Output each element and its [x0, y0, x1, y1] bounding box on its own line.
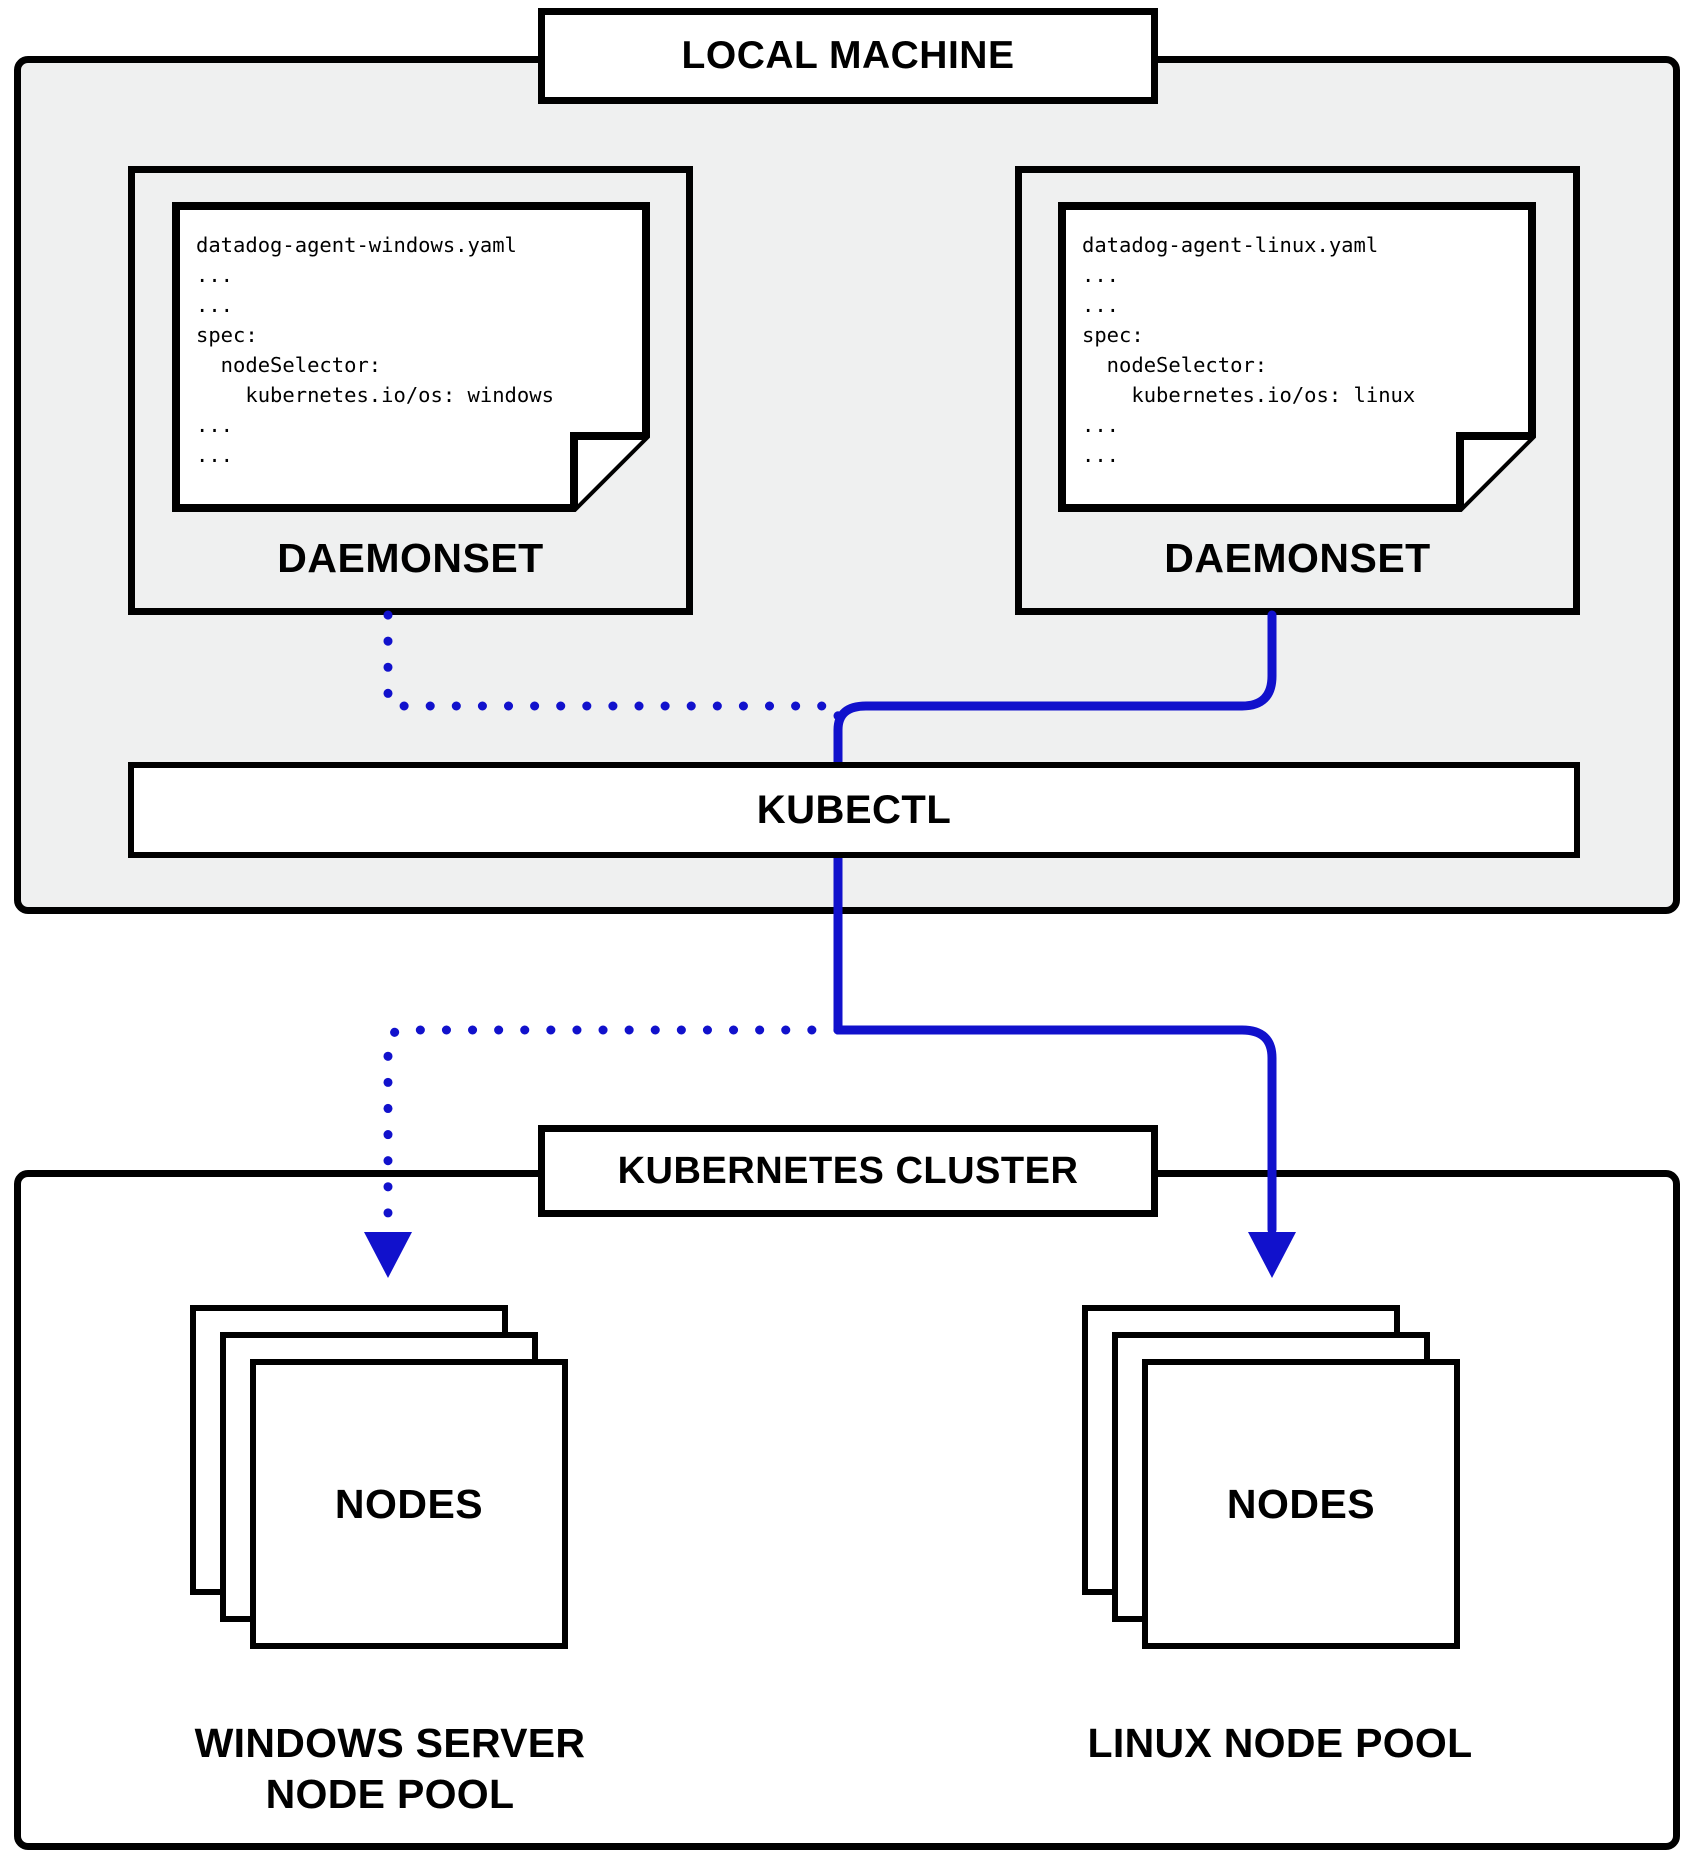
kubernetes-cluster-title: KUBERNETES CLUSTER — [538, 1125, 1158, 1217]
document-shape-icon — [172, 202, 650, 512]
pool-label-line-1: WINDOWS SERVER — [194, 1720, 586, 1766]
yaml-document-linux: datadog-agent-linux.yaml ... ... spec: n… — [1058, 202, 1536, 512]
yaml-text-linux: datadog-agent-linux.yaml ... ... spec: n… — [1082, 233, 1416, 467]
node-sheet-front: NODES — [250, 1359, 568, 1649]
pool-label-line-2: NODE POOL — [265, 1771, 515, 1817]
daemonset-box-linux — [1015, 166, 1580, 615]
yaml-document-windows: datadog-agent-windows.yaml ... ... spec:… — [172, 202, 650, 512]
daemonset-label-linux: DAEMONSET — [1164, 535, 1431, 581]
yaml-text-windows: datadog-agent-windows.yaml ... ... spec:… — [196, 233, 554, 467]
nodes-label-linux: NODES — [1226, 1480, 1376, 1527]
pool-label-line-1: LINUX NODE POOL — [1087, 1720, 1473, 1766]
daemonset-label-windows: DAEMONSET — [277, 535, 544, 581]
linux-node-pool-label: LINUX NODE POOL — [1000, 1718, 1560, 1769]
node-sheet-front: NODES — [1142, 1359, 1460, 1649]
local-machine-title: LOCAL MACHINE — [538, 8, 1158, 104]
document-shape-icon — [1058, 202, 1536, 512]
kubectl-box[interactable]: KUBECTL — [128, 762, 1580, 858]
windows-node-pool-label: WINDOWS SERVER NODE POOL — [110, 1718, 670, 1820]
node-stack-windows: NODES — [190, 1305, 580, 1655]
nodes-label-windows: NODES — [334, 1480, 484, 1527]
node-stack-linux: NODES — [1082, 1305, 1472, 1655]
